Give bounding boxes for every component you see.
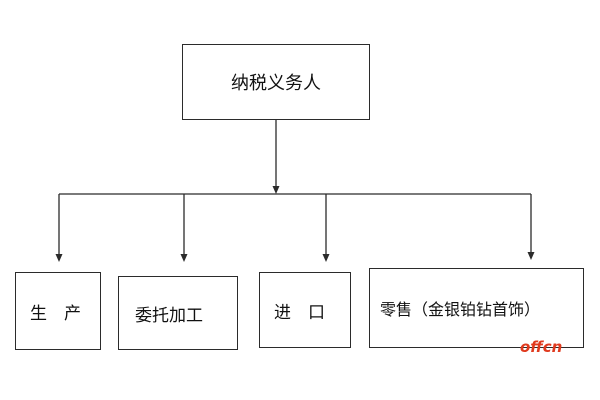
root-node-taxpayer: 纳税义务人 bbox=[182, 44, 370, 120]
watermark-logo: offcn bbox=[520, 338, 563, 356]
child-node-label-consignment: 委托加工 bbox=[135, 305, 203, 326]
child-node-label-retail: 零售（金银铂钻首饰） bbox=[380, 300, 541, 319]
trunk-arrowhead bbox=[272, 186, 280, 194]
root-node-label: 纳税义务人 bbox=[231, 73, 321, 94]
arrowhead-retail bbox=[527, 252, 535, 260]
arrowhead-consignment bbox=[180, 254, 188, 262]
arrowhead-import bbox=[322, 254, 330, 262]
child-node-production: 生 产 bbox=[15, 272, 101, 350]
child-node-label-import: 进 口 bbox=[274, 302, 325, 323]
child-node-label-production: 生 产 bbox=[30, 303, 81, 324]
arrowhead-production bbox=[55, 254, 63, 262]
child-node-consignment: 委托加工 bbox=[118, 276, 238, 350]
child-node-retail: 零售（金银铂钻首饰） bbox=[369, 268, 584, 348]
child-node-import: 进 口 bbox=[259, 272, 351, 348]
